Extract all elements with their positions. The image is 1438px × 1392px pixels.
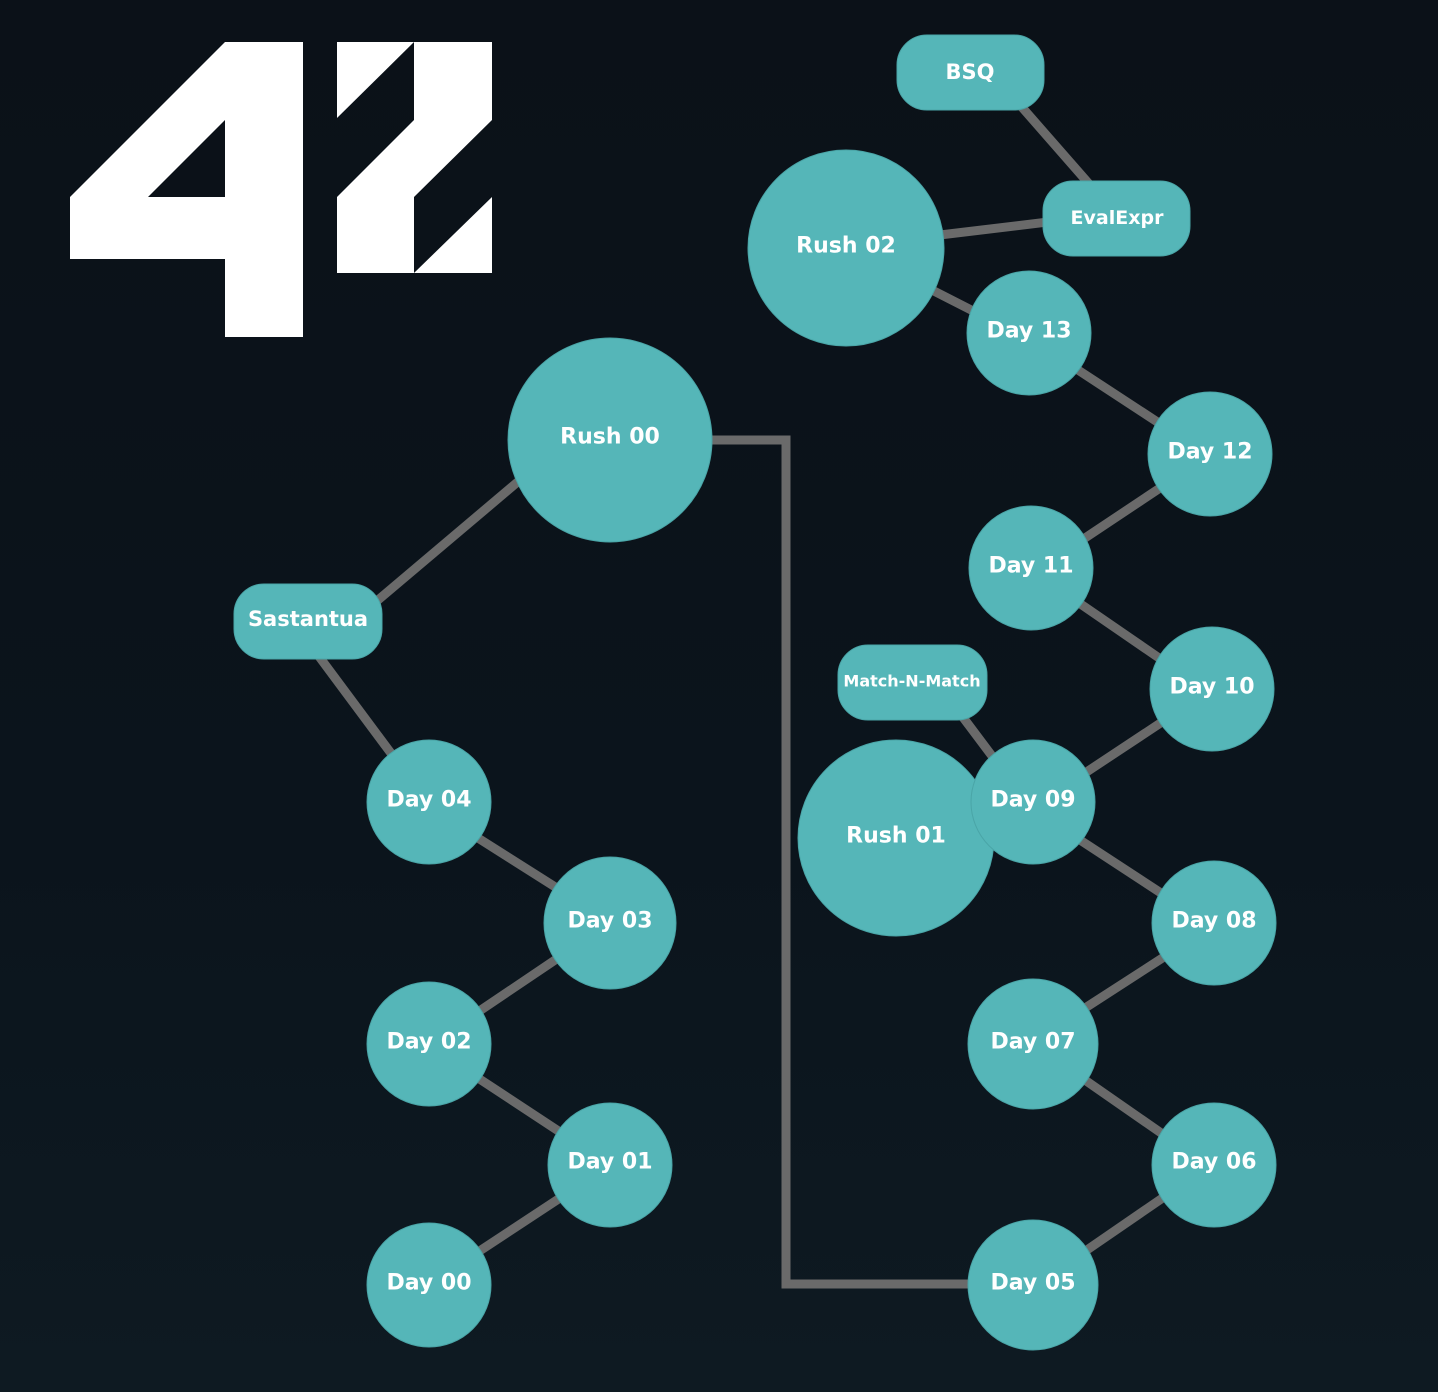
node-day04[interactable]: Day 04 [366, 739, 492, 865]
edge-day12-day11 [1075, 481, 1167, 547]
node-day12[interactable]: Day 12 [1147, 391, 1273, 517]
node-evalexpr[interactable]: EvalExpr [1042, 180, 1191, 257]
edge-day13-day12 [1071, 363, 1169, 432]
logo-42-icon [70, 42, 492, 337]
edge-sastantua-day04 [311, 648, 403, 767]
edge-day02-day01 [471, 1071, 567, 1139]
node-day09[interactable]: Day 09 [970, 739, 1096, 865]
node-day05[interactable]: Day 05 [967, 1219, 1099, 1351]
node-day13[interactable]: Day 13 [966, 270, 1092, 396]
edge-rush00-sastantua [371, 473, 527, 607]
node-day00[interactable]: Day 00 [366, 1222, 492, 1348]
edge-rush02-day13 [925, 283, 982, 319]
node-day11[interactable]: Day 11 [968, 505, 1094, 631]
node-bsq[interactable]: BSQ [896, 34, 1045, 111]
logo-four-cutout [148, 120, 225, 197]
edge-day06-day05 [1077, 1190, 1171, 1259]
edge-day08-day07 [1075, 950, 1171, 1017]
edge-day01-day00 [471, 1191, 567, 1259]
node-day10[interactable]: Day 10 [1149, 626, 1275, 752]
edge-day11-day10 [1075, 598, 1169, 667]
edge-day03-day02 [471, 951, 565, 1019]
node-rush01[interactable]: Rush 01 [797, 739, 995, 937]
node-day03[interactable]: Day 03 [543, 856, 677, 990]
node-day06[interactable]: Day 06 [1151, 1102, 1277, 1228]
node-day08[interactable]: Day 08 [1151, 860, 1277, 986]
logo-two-corner [414, 197, 492, 273]
edge-day10-day09 [1075, 715, 1169, 782]
node-sastantua[interactable]: Sastantua [233, 583, 383, 660]
node-day07[interactable]: Day 07 [967, 978, 1099, 1110]
edge-matchnmatch-day09 [955, 709, 1002, 767]
node-match-n-match[interactable]: Match-N-Match [837, 644, 988, 721]
node-rush00[interactable]: Rush 00 [507, 337, 713, 543]
edge-rush02-evalexpr [934, 216, 1054, 241]
logo-two-body [337, 42, 492, 273]
edge-bsq-evalexpr [1013, 98, 1097, 192]
logo-two-top [337, 42, 414, 118]
edge-day09-day08 [1073, 833, 1171, 902]
edge-rush00-day05 [707, 435, 975, 1289]
edge-day07-day06 [1075, 1071, 1171, 1142]
node-day02[interactable]: Day 02 [366, 981, 492, 1107]
node-day01[interactable]: Day 01 [547, 1102, 673, 1228]
edges [311, 98, 1171, 1289]
edge-day04-day03 [471, 831, 567, 897]
node-rush02[interactable]: Rush 02 [747, 149, 945, 347]
